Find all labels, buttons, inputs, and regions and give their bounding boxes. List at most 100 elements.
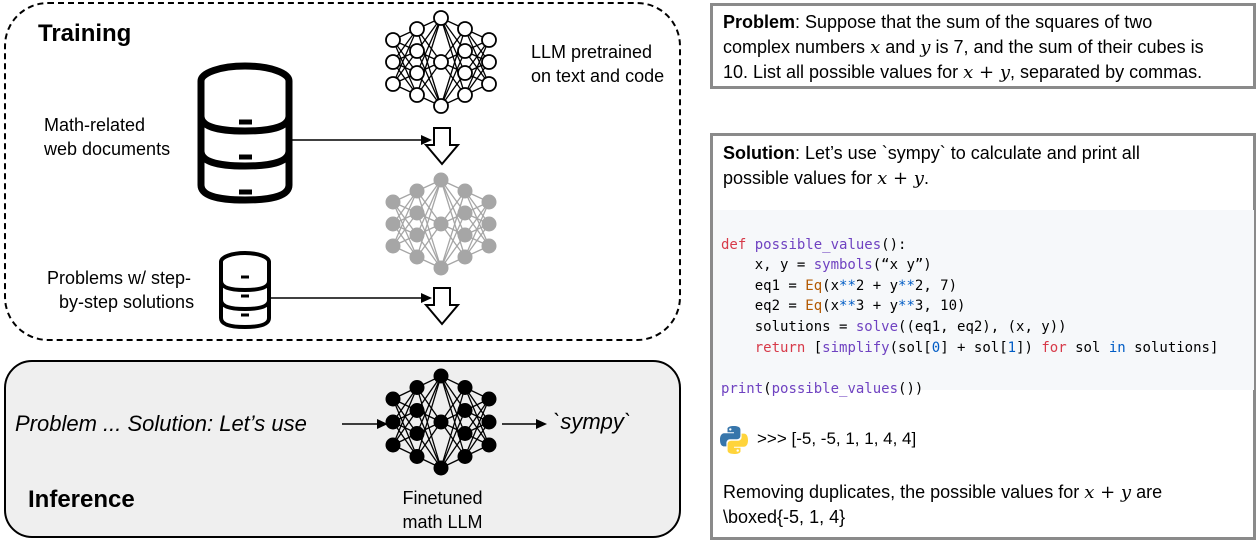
network-node (385, 76, 401, 92)
network-edge (440, 212, 466, 269)
network-node (481, 414, 497, 430)
network-node (385, 54, 401, 70)
arrow-head (421, 293, 432, 303)
network-node (409, 65, 425, 81)
network-node (409, 227, 425, 243)
inference-heading: Inference (28, 486, 135, 513)
training-panel (4, 2, 681, 341)
network-edge (416, 17, 442, 96)
neural-network-icon (385, 172, 497, 276)
network-edge (440, 190, 466, 269)
network-node (481, 216, 497, 232)
inference-output-text: `sympy` (553, 409, 632, 434)
network-node (457, 87, 473, 103)
network-node (385, 238, 401, 254)
network-edge (392, 28, 418, 85)
code-line: def possible_values(): (721, 236, 907, 253)
network-node (433, 414, 449, 430)
network-node (409, 43, 425, 59)
network-node (409, 426, 425, 441)
network-node (457, 426, 473, 441)
network-node (457, 21, 473, 37)
network-edge (464, 398, 490, 457)
network-node (457, 65, 473, 81)
database-icon (197, 62, 293, 204)
network-node (385, 414, 401, 430)
arrow-head (377, 419, 388, 429)
network-node (433, 260, 449, 276)
network-node (481, 238, 497, 254)
network-edge (416, 179, 442, 258)
code-line: return [simplify(sol[0] + sol[1]) for so… (754, 339, 1219, 356)
network-node (409, 205, 425, 221)
network-node (457, 227, 473, 243)
network-node (457, 403, 473, 418)
network-node (385, 194, 401, 210)
network-node (409, 380, 425, 395)
problems-label: Problems w/ step-by-step solutions (47, 268, 195, 312)
network-node (433, 368, 449, 384)
code-output: >>> [-5, -5, 1, 1, 4, 4] (757, 429, 917, 448)
network-node (409, 403, 425, 418)
network-edge (440, 28, 466, 107)
network-node (385, 391, 401, 407)
network-edge (440, 387, 466, 469)
network-node (481, 32, 497, 48)
problem-panel (710, 3, 1256, 89)
problem-text: Problem: Suppose that the sum of the squ… (723, 12, 1204, 83)
network-node (481, 437, 497, 453)
network-edge (464, 201, 490, 258)
network-edge (392, 190, 418, 247)
code-line: eq1 = Eq(x**2 + y**2, 7) (721, 277, 958, 294)
network-node (481, 391, 497, 407)
network-node (409, 87, 425, 103)
arrow-head (421, 135, 432, 145)
database-icon (219, 251, 271, 330)
network-node (481, 76, 497, 92)
network-node (457, 380, 473, 395)
network-node (481, 194, 497, 210)
down-arrow-icon (423, 287, 461, 326)
network-node (385, 32, 401, 48)
code-line: x, y = symbols(“x y”) (721, 257, 932, 274)
training-heading: Training (38, 20, 132, 47)
network-node (433, 172, 449, 188)
inference-panel (4, 360, 681, 538)
code-lines: def possible_values(): x, y = symbols(“x… (713, 210, 1254, 399)
python-logo-icon (720, 426, 748, 454)
network-node (409, 21, 425, 37)
network-edge (416, 375, 442, 434)
network-node (457, 249, 473, 265)
network-node (433, 460, 449, 476)
network-edge (416, 375, 442, 457)
network-node (457, 183, 473, 199)
neural-network-icon (385, 10, 497, 114)
network-node (385, 437, 401, 453)
network-node (433, 10, 449, 26)
network-node (409, 249, 425, 265)
network-edge (440, 410, 466, 469)
diagram-graphics (197, 10, 547, 476)
code-block: def possible_values(): x, y = symbols(“x… (713, 210, 1254, 397)
network-node (433, 54, 449, 70)
solution-intro: Solution: Let’s use `sympy` to calculate… (723, 143, 1140, 189)
network-edge (416, 179, 442, 236)
code-line: print(possible_values()) (721, 380, 924, 397)
inference-input-text: Problem ... Solution: Let’s use (15, 411, 307, 436)
code-line: solutions = solve((eq1, eq2), (x, y)) (721, 318, 1067, 335)
network-node (409, 183, 425, 199)
network-edge (464, 39, 490, 96)
arrow-head (536, 419, 547, 429)
network-edge (440, 50, 466, 107)
network-edge (416, 17, 442, 74)
network-node (457, 205, 473, 221)
network-node (481, 54, 497, 70)
code-line: eq2 = Eq(x**3 + y**3, 10) (721, 298, 966, 315)
network-node (385, 216, 401, 232)
network-edge (392, 387, 418, 446)
network-node (457, 449, 473, 464)
neural-network-icon (385, 368, 497, 476)
